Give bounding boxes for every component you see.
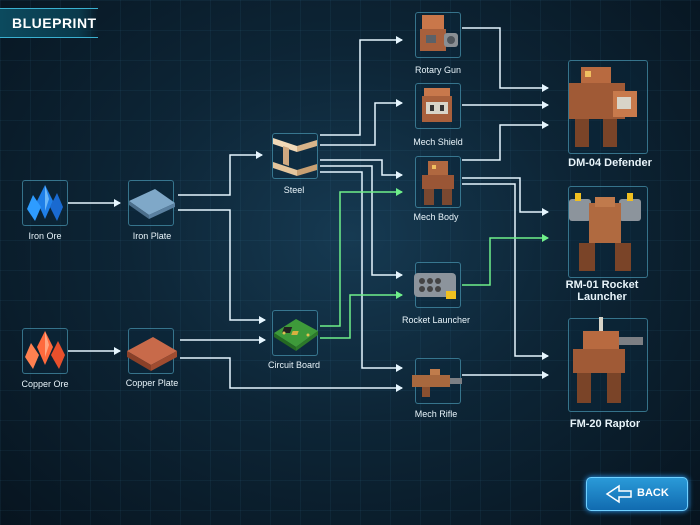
- rocket-launcher-slot[interactable]: [414, 262, 461, 308]
- circuit-board-slot[interactable]: [272, 310, 318, 356]
- rm01-rocket-launcher-label-line1: RM-01 Rocket: [565, 279, 639, 291]
- mech-body-label: Mech Body: [413, 212, 459, 222]
- rotary-gun-slot[interactable]: [415, 12, 461, 58]
- iron-plate-label: Iron Plate: [132, 231, 172, 241]
- copper-plate-slot[interactable]: [127, 328, 177, 374]
- circuit-board-label: Circuit Board: [267, 360, 321, 370]
- iron-ore-label: Iron Ore: [28, 231, 62, 241]
- steel-label: Steel: [283, 185, 305, 195]
- wire-rocket-rm01: [462, 234, 549, 286]
- wire-steel-shield: [320, 99, 403, 146]
- wire-steel-rocket: [320, 165, 403, 279]
- copper-ore-label: Copper Ore: [21, 379, 69, 389]
- rocket-launcher-icon: [414, 273, 456, 299]
- dm04-defender-label: DM-04 Defender: [568, 157, 652, 169]
- wire-copperplate-rifle: [180, 357, 403, 392]
- rm01-rocket-launcher-label-line2: Launcher: [577, 291, 627, 303]
- wire-body-dm04: [462, 121, 549, 161]
- copper-ore-icon: [25, 331, 65, 369]
- wire-ironplate-circuit: [178, 209, 266, 324]
- blueprint-header: BLUEPRINT: [0, 8, 98, 38]
- fm20-raptor-mech-icon: [573, 317, 643, 403]
- mech-body-icon: [422, 161, 454, 205]
- dm04-defender-mech-icon: [569, 67, 637, 147]
- steel-slot[interactable]: [272, 133, 318, 179]
- fm20-raptor-slot[interactable]: [568, 317, 648, 412]
- rocket-launcher-label: Rocket Launcher: [401, 315, 471, 325]
- copper-ore-slot[interactable]: [22, 328, 68, 374]
- mech-rifle-icon: [412, 369, 462, 397]
- mech-shield-icon: [422, 88, 452, 122]
- wire-steel-rifle: [320, 171, 403, 372]
- page-title: BLUEPRINT: [12, 15, 97, 31]
- iron-ore-slot[interactable]: [22, 180, 68, 226]
- wire-body-fm20: [462, 183, 549, 360]
- mech-body-slot[interactable]: [415, 156, 461, 208]
- wire-circuit-rocket: [320, 291, 403, 339]
- wire-steel-body: [320, 159, 403, 179]
- wire-body-rm01: [462, 177, 549, 216]
- dm04-defender-slot[interactable]: [568, 60, 648, 154]
- wire-rotary-dm04: [462, 27, 549, 92]
- fm20-raptor-label: FM-20 Raptor: [569, 418, 641, 430]
- mech-shield-label: Mech Shield: [413, 137, 463, 147]
- mech-shield-slot[interactable]: [415, 83, 461, 129]
- wire-circuit-body: [320, 188, 403, 327]
- copper-plate-label: Copper Plate: [125, 378, 179, 388]
- mech-rifle-slot[interactable]: [412, 358, 462, 404]
- wire-ironplate-steel: [178, 151, 263, 196]
- rotary-gun-label: Rotary Gun: [414, 65, 462, 75]
- back-arrow-icon: [605, 484, 632, 504]
- back-button-label: BACK: [637, 487, 669, 499]
- rm01-rocket-launcher-mech-icon: [569, 193, 641, 271]
- wire-steel-rotary: [320, 36, 403, 136]
- rm01-rocket-launcher-slot[interactable]: [568, 186, 648, 278]
- mech-rifle-label: Mech Rifle: [414, 409, 458, 419]
- circuit-board-icon: [274, 319, 318, 351]
- iron-plate-slot[interactable]: [128, 180, 175, 226]
- steel-icon: [273, 138, 317, 176]
- copper-plate-icon: [127, 337, 177, 371]
- iron-ore-icon: [27, 185, 63, 221]
- iron-plate-icon: [129, 189, 175, 219]
- back-button[interactable]: BACK: [586, 477, 688, 511]
- rotary-gun-icon: [420, 15, 458, 51]
